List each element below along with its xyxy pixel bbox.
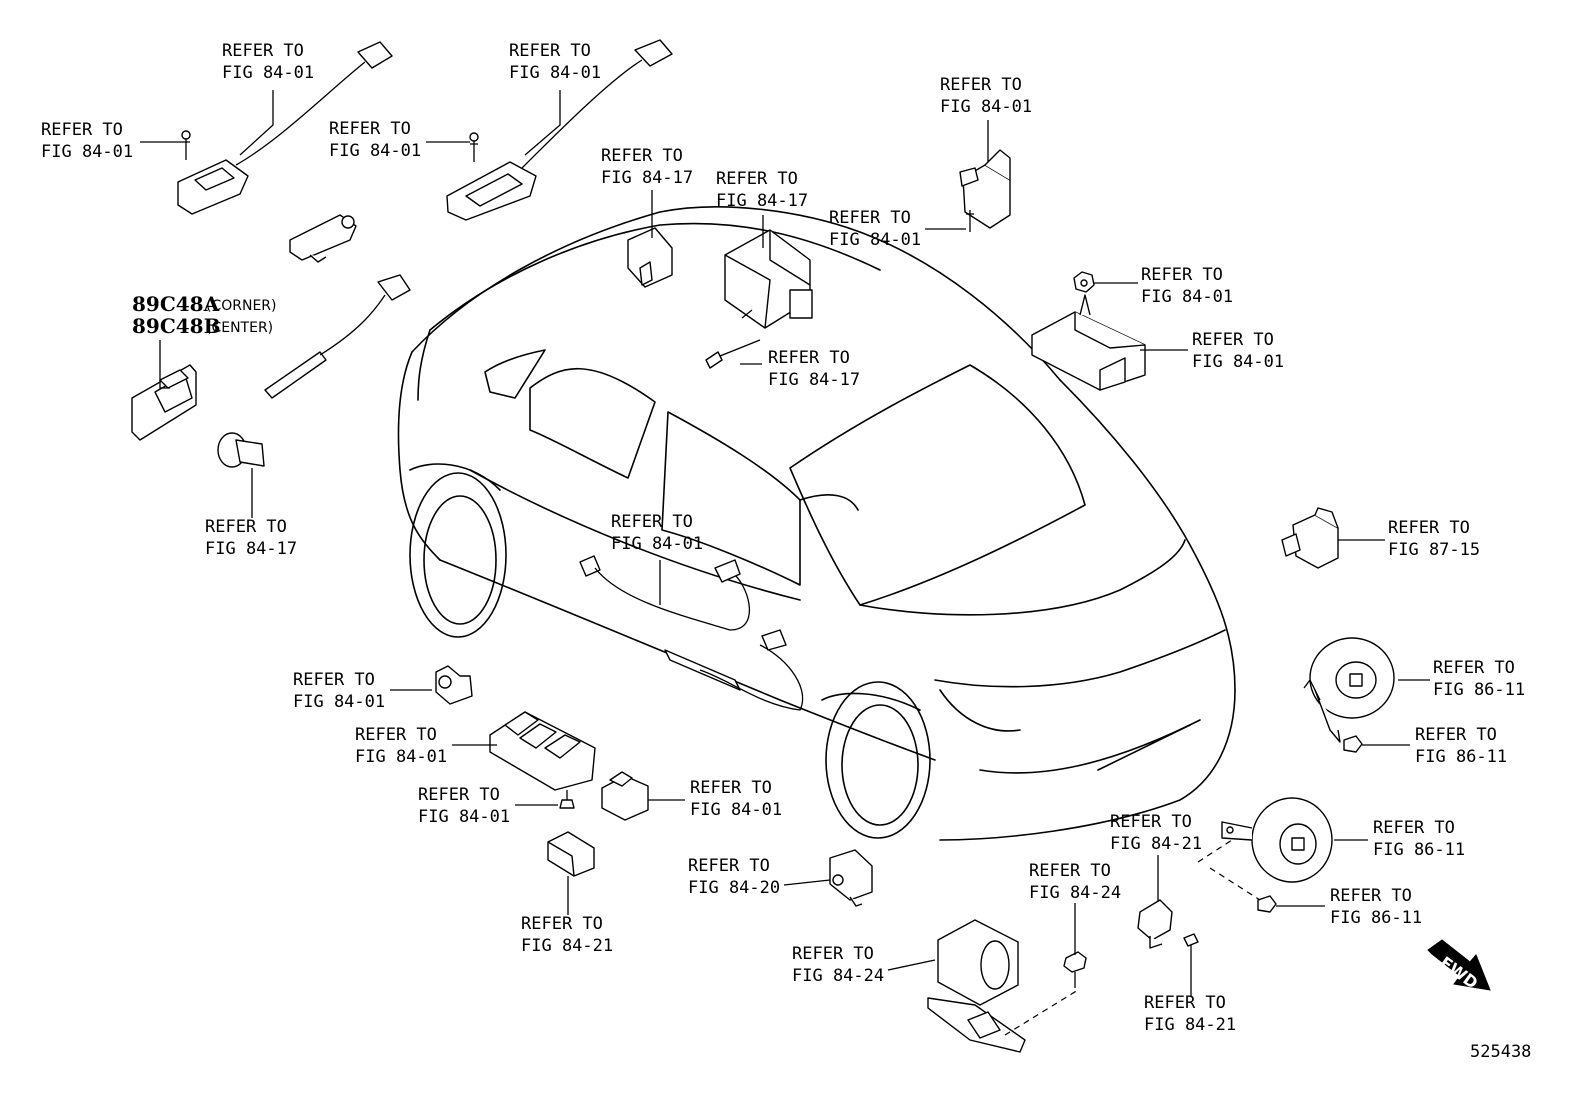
sensor-84-20: [829, 849, 873, 907]
callout-23-line1: REFER TO: [1029, 861, 1111, 881]
part-number-b-note: (CENTER): [206, 320, 273, 336]
callout-7-line1: REFER TO: [829, 208, 911, 228]
sensor-cable-assembly-2: [446, 39, 673, 221]
vehicle-outline: [397, 206, 1236, 841]
callout-15-line1: REFER TO: [1433, 658, 1515, 678]
part-number-a-note: (CORNER): [206, 298, 277, 314]
callout-19-line1: REFER TO: [690, 778, 772, 798]
round-sensor: [217, 432, 265, 468]
callout-16-line2: FIG 84-01: [355, 747, 447, 767]
small-sensor-2: [435, 665, 473, 705]
callout-3-line2: FIG 84-01: [329, 141, 421, 161]
horn-lower: [1221, 797, 1333, 883]
radar-module: [627, 227, 673, 288]
callout-21-line1: REFER TO: [1110, 812, 1192, 832]
callout-8-line1: REFER TO: [1141, 265, 1223, 285]
window-switch: [489, 711, 596, 791]
callout-16-line1: REFER TO: [355, 725, 437, 745]
callout-22-line1: REFER TO: [688, 856, 770, 876]
callout-15-line2: FIG 86-11: [1433, 680, 1525, 700]
harness-center: [579, 555, 804, 711]
clip-screw: [559, 790, 575, 809]
ecu-box: [724, 229, 813, 329]
sensor-87-15: [1281, 507, 1339, 569]
sensor-cable-assembly-1: [177, 41, 393, 215]
sensor-bracket: [131, 364, 197, 441]
callout-13-line1: REFER TO: [1388, 518, 1470, 538]
callout-20-line1: REFER TO: [1373, 818, 1455, 838]
callout-27-line2: FIG 84-21: [1144, 1015, 1236, 1035]
buzzer: [927, 919, 1079, 1053]
callout-26-line2: FIG 84-24: [792, 966, 884, 986]
callout-12-line2: FIG 84-01: [611, 534, 703, 554]
callout-14-line1: REFER TO: [293, 670, 375, 690]
callout-0-line2: FIG 84-01: [222, 63, 314, 83]
callout-11-line1: REFER TO: [768, 348, 850, 368]
ecu-screw: [705, 339, 761, 369]
callout-22-line2: FIG 84-20: [688, 878, 780, 898]
callout-10-line1: REFER TO: [1192, 330, 1274, 350]
fwd-arrow-icon: FWD: [1427, 939, 1491, 993]
callout-6-line1: REFER TO: [940, 75, 1022, 95]
nut: [1073, 271, 1095, 293]
callout-9-line1: REFER TO: [205, 517, 287, 537]
callout-24-line2: FIG 86-11: [1330, 908, 1422, 928]
sensor-84-21: [1137, 899, 1173, 949]
part-number-a: 89C48A: [132, 292, 220, 316]
horn-bolt-upper: [1343, 735, 1363, 753]
callout-18-line1: REFER TO: [418, 785, 500, 805]
callout-5-line1: REFER TO: [716, 169, 798, 189]
callout-11-line2: FIG 84-17: [768, 370, 860, 390]
callout-25-line1: REFER TO: [521, 914, 603, 934]
junction-module: [1031, 294, 1146, 391]
part-number-b: 89C48B: [132, 314, 221, 338]
callout-24-line1: REFER TO: [1330, 886, 1412, 906]
callout-19-line2: FIG 84-01: [690, 800, 782, 820]
callout-18-line2: FIG 84-01: [418, 807, 510, 827]
callout-2-line2: FIG 84-01: [41, 142, 133, 162]
callout-10-line2: FIG 84-01: [1192, 352, 1284, 372]
leader-lines: [140, 90, 1430, 996]
callout-3-line1: REFER TO: [329, 119, 411, 139]
callout-7-line2: FIG 84-01: [829, 230, 921, 250]
height-sensor: [959, 149, 1011, 232]
horn-upper: [1303, 637, 1395, 743]
diagram-id: 525438: [1470, 1042, 1531, 1062]
callout-2-line1: REFER TO: [41, 120, 123, 140]
callout-27-line1: REFER TO: [1144, 993, 1226, 1013]
callout-17-line1: REFER TO: [1415, 725, 1497, 745]
callout-26-line1: REFER TO: [792, 944, 874, 964]
callout-25-line2: FIG 84-21: [521, 936, 613, 956]
small-sensor-1: [289, 214, 357, 263]
horn-bolt-lower: [1197, 839, 1277, 913]
callout-5-line2: FIG 84-17: [716, 191, 808, 211]
callout-1-line2: FIG 84-01: [509, 63, 601, 83]
bolt-84-24: [1063, 951, 1087, 988]
callout-20-line2: FIG 86-11: [1373, 840, 1465, 860]
callout-6-line2: FIG 84-01: [940, 97, 1032, 117]
callout-0-line1: REFER TO: [222, 41, 304, 61]
callout-17-line2: FIG 86-11: [1415, 747, 1507, 767]
callout-9-line2: FIG 84-17: [205, 539, 297, 559]
screw-84-21: [1183, 933, 1199, 990]
callout-23-line2: FIG 84-24: [1029, 883, 1121, 903]
small-switch: [601, 771, 649, 821]
callout-4-line2: FIG 84-17: [601, 168, 693, 188]
callout-8-line2: FIG 84-01: [1141, 287, 1233, 307]
probe-sensor: [264, 274, 411, 399]
callout-1-line1: REFER TO: [509, 41, 591, 61]
callout-12-line1: REFER TO: [611, 512, 693, 532]
callout-21-line2: FIG 84-21: [1110, 834, 1202, 854]
control-module-small: [547, 831, 595, 877]
callout-14-line2: FIG 84-01: [293, 692, 385, 712]
callout-4-line1: REFER TO: [601, 146, 683, 166]
callout-13-line2: FIG 87-15: [1388, 540, 1480, 560]
